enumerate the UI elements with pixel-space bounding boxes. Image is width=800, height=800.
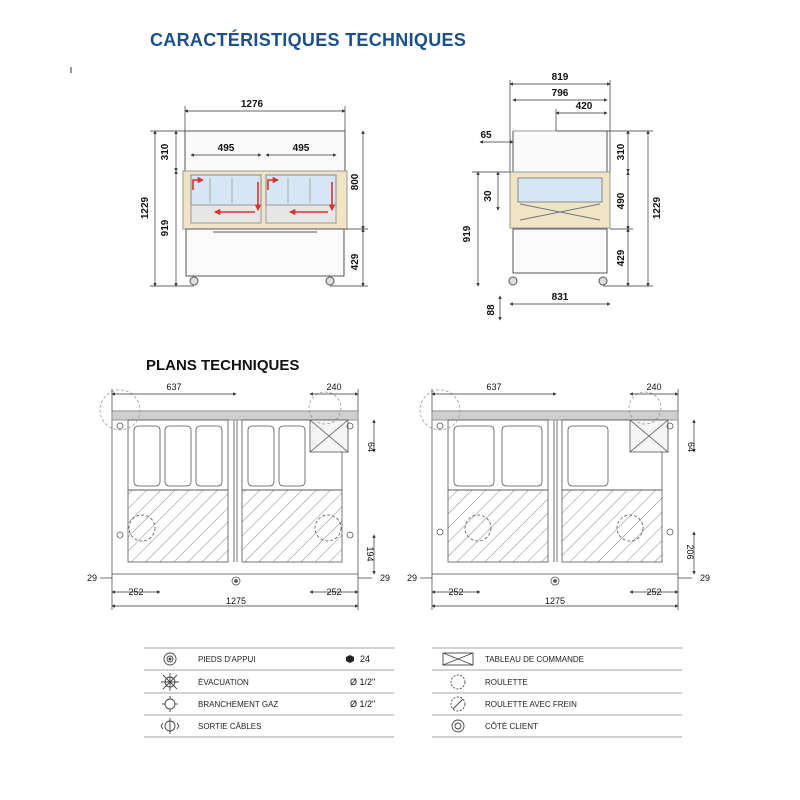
drain-icon [161,673,179,691]
legend-right-label-0: TABLEAU DE COMMANDE [485,655,584,664]
legend [144,647,682,738]
plan-right-top-left: 637 [486,382,501,392]
legend-left-value-1: Ø 1/2" [350,677,375,687]
cable-outlet-icon [160,718,180,734]
side-foot: 88 [486,304,497,316]
plan-left-right-low: 194 [365,546,375,561]
plan-right-right-low: 206 [685,544,695,559]
plan-left-side-right: 29 [380,573,390,583]
side-bottom-width: 831 [552,292,569,303]
plan-left-right-small: 64 [366,442,376,452]
side-mid-width: 796 [552,88,569,99]
foot-support-icon [163,652,177,666]
plan-left-bottom-total: 1275 [226,596,246,606]
plans-title: PLANS TECHNIQUES [146,357,300,374]
legend-left-label-0: PIEDS D'APPUI [198,655,256,664]
gas-connection-icon [162,696,178,712]
legend-right-label-2: ROULETTE AVEC FREIN [485,700,577,709]
side-base-height: 429 [616,249,627,266]
side-mid-height: 490 [616,192,627,209]
front-pan-right: 495 [293,143,310,154]
side-top-width: 819 [552,72,569,83]
plan-right-right-small: 64 [686,442,696,452]
legend-left-label-3: SORTIE CÂBLES [198,722,261,731]
plan-right-dimensions [420,389,696,610]
side-inner-width: 420 [576,101,593,112]
hex-nut-icon [346,655,354,663]
legend-right-label-1: ROULETTE [485,678,528,687]
plan-left [99,389,359,586]
front-view [182,130,348,286]
plan-left-bottom-right: 252 [326,587,341,597]
front-dimensions [150,106,368,287]
front-base-height: 429 [350,253,361,270]
customer-side-icon [451,719,465,733]
legend-left-label-2: BRANCHEMENT GAZ [198,700,278,709]
front-total-height: 1229 [140,196,151,219]
plan-right-side-right: 29 [700,573,710,583]
front-lower-height: 919 [160,219,171,236]
plan-left-dimensions [100,389,376,610]
caster-brake-icon [450,696,466,712]
legend-right-label-3: CÔTÉ CLIENT [485,722,538,731]
side-depth: 65 [480,130,492,141]
legend-left-label-1: ÉVACUATION [198,678,249,687]
legend-left-value-2: Ø 1/2" [350,699,375,709]
side-total-height: 1229 [652,196,663,219]
front-width: 1276 [241,99,264,110]
plan-left-top-left: 637 [166,382,181,392]
side-lower-height: 919 [462,225,473,242]
plan-right-side-left: 29 [407,573,417,583]
plan-left-side-left: 29 [87,573,97,583]
plan-right-bottom-right: 252 [646,587,661,597]
plan-right-bottom-left: 252 [448,587,463,597]
side-view [508,130,611,286]
front-arrows [192,176,336,216]
plan-left-top-right: 240 [326,382,341,392]
plan-left-bottom-left: 252 [128,587,143,597]
plan-right-bottom-total: 1275 [545,596,565,606]
side-top-height: 310 [616,143,627,160]
legend-left-value-0: 24 [360,654,370,664]
page-title: CARACTÉRISTIQUES TECHNIQUES [150,30,467,50]
side-gap: 30 [483,190,494,202]
control-panel-icon [442,652,474,666]
front-top-height: 310 [160,143,171,160]
caster-icon [450,674,466,690]
front-pan-left: 495 [218,143,235,154]
front-body-height: 800 [350,173,361,190]
plan-right [419,389,679,586]
plan-right-top-right: 240 [646,382,661,392]
side-dimensions [472,80,653,321]
